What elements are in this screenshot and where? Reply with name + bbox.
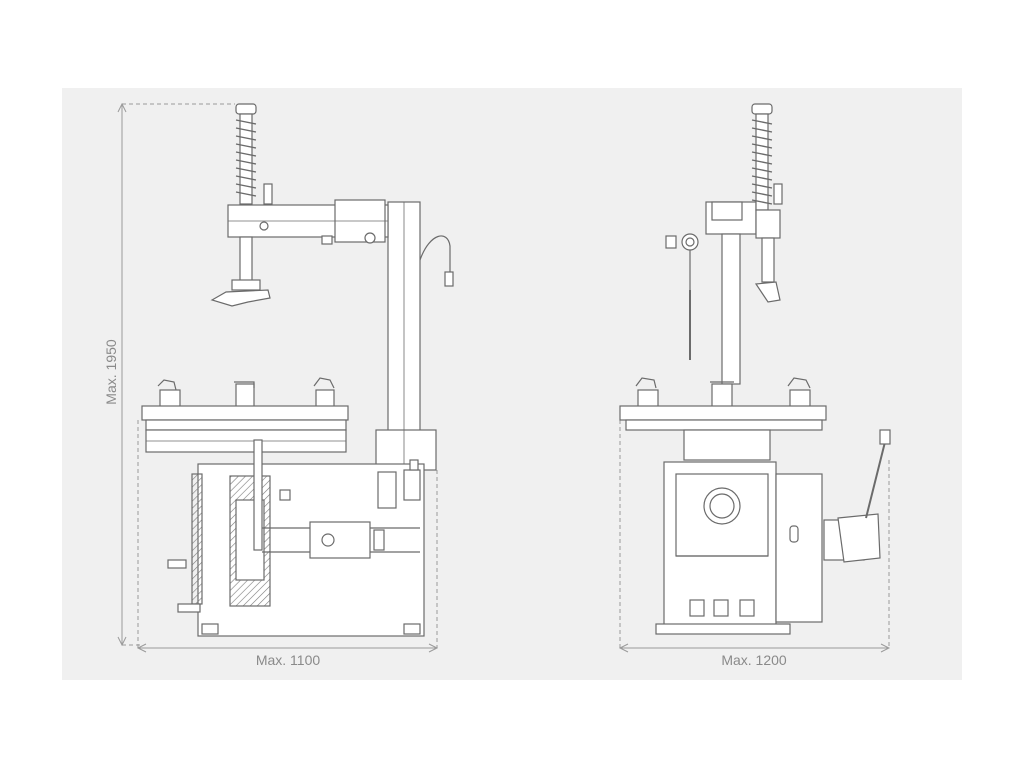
height-dimension bbox=[117, 102, 235, 647]
side-view-machine bbox=[141, 103, 454, 637]
side-width-dimension bbox=[136, 420, 439, 653]
front-view-machine bbox=[619, 103, 891, 635]
side-width-label: Max. 1100 bbox=[256, 652, 321, 668]
front-width-label: Max. 1200 bbox=[721, 652, 787, 668]
height-dimension-label: Max. 1950 bbox=[103, 339, 119, 405]
front-width-dimension bbox=[618, 420, 891, 653]
